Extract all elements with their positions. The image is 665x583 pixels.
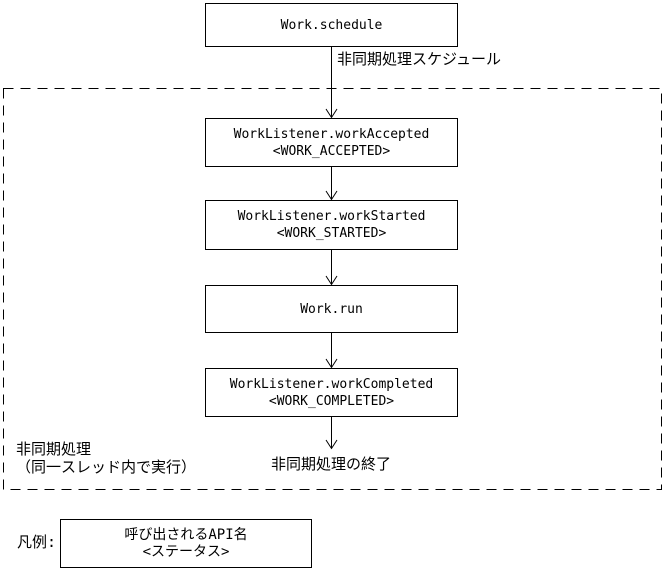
- async-region-border: [3, 88, 662, 490]
- legend-box: 呼び出されるAPI名 <ステータス>: [60, 519, 312, 568]
- async-region-label-line2: （同一スレッド内で実行）: [16, 458, 197, 476]
- arrowhead-icon: [325, 108, 338, 119]
- flow-box-api-label: WorkListener.workStarted: [237, 209, 426, 224]
- arrow-accepted-to-started: [325, 167, 338, 201]
- flow-box-api-label: WorkListener.workCompleted: [229, 376, 434, 392]
- flow-box-api-label: Work.run: [300, 301, 363, 317]
- arrowhead-icon: [325, 275, 338, 286]
- arrowhead-icon: [325, 358, 338, 369]
- end-label: 非同期処理の終了: [271, 455, 392, 473]
- flow-box-work-completed: WorkListener.workCompleted <WORK_COMPLET…: [205, 368, 458, 417]
- arrow-started-to-run: [325, 250, 338, 286]
- flow-box-work-run: Work.run: [205, 285, 458, 333]
- flow-box-status-label: <WORK_COMPLETED>: [268, 393, 395, 409]
- flow-box-api-label: WorkListener.workAccepted: [233, 126, 430, 142]
- flow-box-work-accepted: WorkListener.workAccepted <WORK_ACCEPTED…: [205, 118, 458, 167]
- arrow-run-to-completed: [325, 333, 338, 369]
- flow-box-work-schedule: Work.schedule: [205, 3, 458, 47]
- legend-box-api-label: 呼び出されるAPI名: [124, 526, 248, 543]
- flow-box-status-label: <WORK_STARTED>: [276, 226, 387, 241]
- flow-box-work-started: WorkListener.workStarted <WORK_STARTED>: [205, 200, 458, 250]
- legend-caption: 凡例:: [17, 533, 57, 551]
- arrowhead-icon: [325, 190, 338, 201]
- arrowhead-icon: [325, 439, 338, 450]
- arrow-completed-to-end: [325, 417, 338, 450]
- schedule-arrow-label: 非同期処理スケジュール: [337, 50, 501, 68]
- legend-box-status-label: <ステータス>: [142, 543, 230, 560]
- async-region-label: 非同期処理 （同一スレッド内で実行）: [16, 440, 196, 476]
- async-region-label-line1: 非同期処理: [16, 440, 92, 458]
- flow-box-status-label: <WORK_ACCEPTED>: [272, 143, 391, 159]
- arrow-schedule-to-accepted: [325, 47, 338, 119]
- flow-box-api-label: Work.schedule: [280, 17, 383, 33]
